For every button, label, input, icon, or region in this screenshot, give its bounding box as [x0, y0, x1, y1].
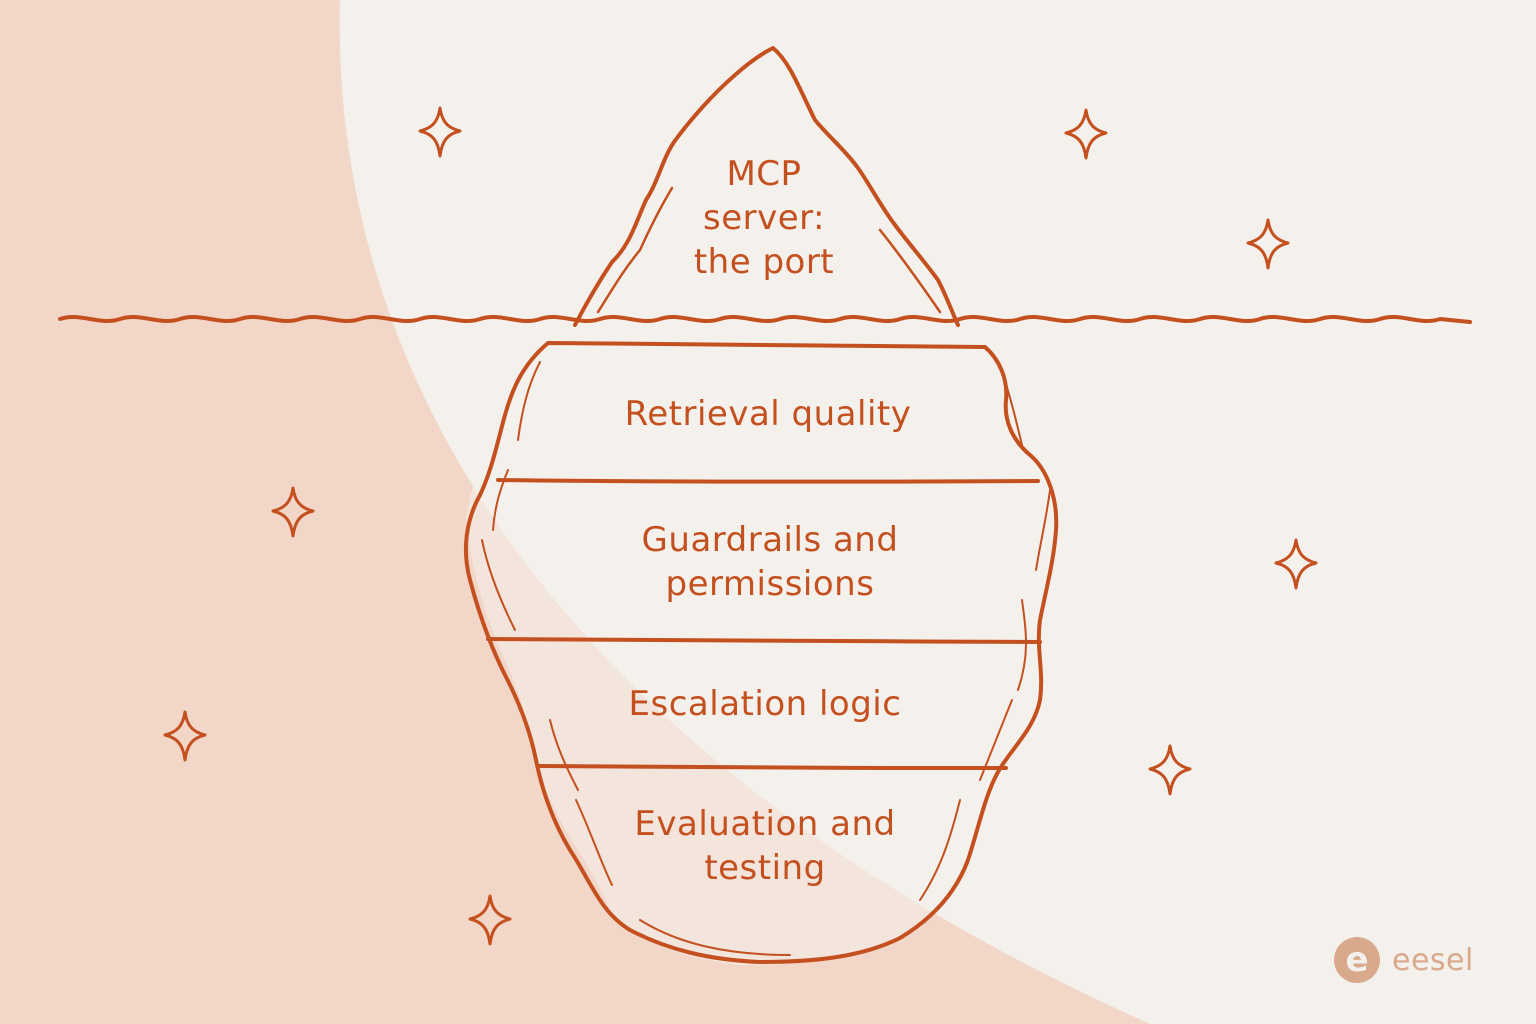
- tip-label: MCP server: the port: [664, 152, 864, 284]
- layer-label-escalation: Escalation logic: [565, 682, 965, 726]
- layer-label-line: Retrieval quality: [624, 394, 912, 434]
- sparkle-icon: [468, 894, 512, 946]
- iceberg-body-sketch: [481, 361, 1051, 956]
- layer-label-guardrails: Guardrails and permissions: [570, 518, 970, 606]
- iceberg-tip-fill: [575, 48, 958, 325]
- sparkle-icon: [1274, 538, 1318, 590]
- brand-logo: e eesel: [1334, 937, 1474, 983]
- iceberg-tip-outline: [573, 46, 960, 327]
- water-line: [58, 314, 1472, 324]
- layer-label-line: Guardrails and: [641, 520, 899, 560]
- sparkle-icon: [1148, 744, 1192, 796]
- brand-mark-icon: e: [1334, 937, 1380, 983]
- iceberg-body-outline: [463, 341, 1059, 964]
- layer-divider-3: [536, 764, 1008, 770]
- tip-label-line: MCP: [726, 154, 802, 194]
- layer-label-line: testing: [704, 848, 826, 888]
- sparkle-icon: [1246, 218, 1290, 270]
- brand-name: eesel: [1392, 942, 1474, 978]
- layer-label-line: permissions: [665, 564, 875, 604]
- layer-label-retrieval: Retrieval quality: [568, 392, 968, 436]
- layer-label-evaluation: Evaluation and testing: [565, 802, 965, 890]
- sparkle-icon: [1064, 108, 1108, 160]
- sparkle-icon: [271, 486, 315, 538]
- layer-divider-2: [486, 637, 1042, 644]
- tip-label-line: server:: [703, 198, 825, 238]
- layer-divider-1: [496, 478, 1040, 484]
- sparkle-icon: [418, 106, 462, 158]
- tip-label-line: the port: [693, 242, 835, 282]
- iceberg-tip-sketch: [596, 186, 942, 314]
- iceberg-body-fill: [466, 343, 1059, 965]
- layer-label-line: Escalation logic: [628, 684, 902, 724]
- layer-label-line: Evaluation and: [634, 804, 896, 844]
- background-band: [0, 0, 1150, 1024]
- sparkle-icon: [163, 710, 207, 762]
